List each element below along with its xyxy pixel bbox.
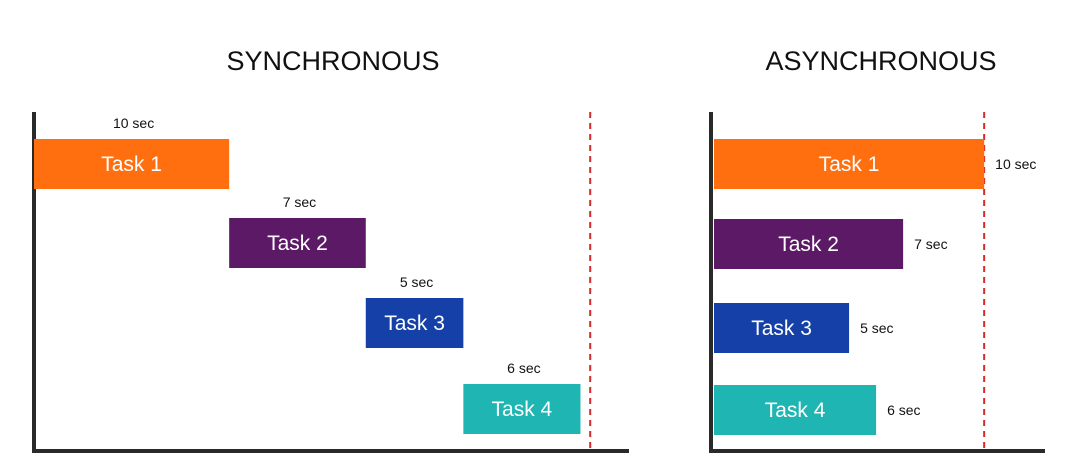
async-task3-label: Task 3: [751, 317, 812, 340]
sync-task3-duration: 5 sec: [400, 274, 433, 290]
sync-task1-bar: [34, 139, 230, 189]
async-task2-label: Task 2: [778, 233, 839, 256]
async-task3-duration: 5 sec: [860, 320, 893, 336]
sync-task4-duration: 6 sec: [507, 360, 540, 376]
async-task1-label: Task 1: [819, 153, 880, 176]
sync-task2-duration: 7 sec: [283, 194, 316, 210]
async-task4-bar: [714, 385, 877, 435]
sync-task1-duration: 10 sec: [113, 115, 154, 131]
async-task2-bar: [714, 219, 904, 269]
async-task1-duration: 10 sec: [995, 156, 1036, 172]
async-task1-bar: [714, 139, 985, 189]
async-task4-duration: 6 sec: [887, 402, 920, 418]
async-title: ASYNCHRONOUS: [765, 46, 996, 76]
sync-task3-bar: [365, 298, 464, 348]
sync-task1-label: Task 1: [101, 153, 162, 176]
sync-task2-bar: [229, 218, 366, 268]
sync-task4-label: Task 4: [492, 398, 553, 421]
async-task2-duration: 7 sec: [914, 236, 947, 252]
sync-title: SYNCHRONOUS: [226, 46, 439, 76]
sync-task3-label: Task 3: [384, 312, 445, 335]
async-task4-label: Task 4: [765, 399, 826, 422]
sync-task4-bar: [463, 384, 581, 434]
sync-task2-label: Task 2: [267, 232, 328, 255]
async-task3-bar: [714, 303, 850, 353]
